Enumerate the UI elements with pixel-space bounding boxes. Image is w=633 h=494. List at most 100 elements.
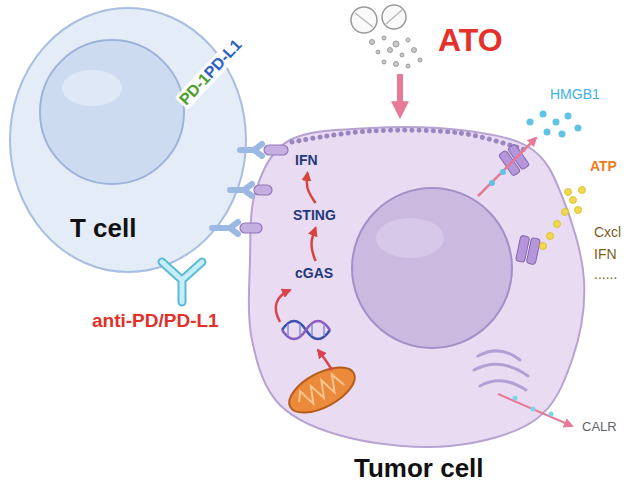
label-anchor: ATO <box>438 22 503 59</box>
endoplasmic-reticulum <box>474 364 528 376</box>
signal-arrow <box>318 350 332 370</box>
calr-dots <box>513 396 518 401</box>
drug-name: ATO <box>438 22 503 59</box>
label-anchor: ATP <box>590 158 617 174</box>
drug-arrow <box>397 74 403 112</box>
hmgb1-dots <box>559 131 566 138</box>
drug-particles <box>393 41 399 47</box>
drug-particles <box>376 50 380 54</box>
t-cell-receptor <box>212 222 238 234</box>
pd-l1-protein <box>240 145 288 233</box>
dna-helix <box>323 324 325 336</box>
drug-particles <box>388 48 393 53</box>
antibody <box>162 262 202 302</box>
label-anchor: IFN <box>594 246 617 262</box>
atp-dots <box>540 243 547 250</box>
hmgb1-dots <box>553 119 560 126</box>
pd-l1-protein <box>240 223 262 233</box>
label-anchor: HMGB1 <box>550 86 600 102</box>
lipid-bilayer <box>292 130 528 151</box>
t-cell-nucleus <box>40 40 184 184</box>
signal-arrow <box>318 350 332 370</box>
membrane-channel <box>498 144 529 177</box>
release-arrow <box>478 138 536 196</box>
pill <box>351 7 377 33</box>
hmgb1-dots <box>500 169 506 175</box>
tumor-nucleus <box>376 218 444 258</box>
signal-name: Cxcl <box>594 224 621 240</box>
hmgb1-dots <box>489 111 582 187</box>
membrane-channel <box>516 235 541 265</box>
endoplasmic-reticulum <box>474 351 528 390</box>
tumor-nucleus <box>352 188 512 348</box>
dna-helix <box>288 324 324 336</box>
signal-name: ATP <box>590 158 617 174</box>
drug-arrow <box>400 74 401 112</box>
text-anchor: T cell <box>70 214 136 244</box>
drug-particles <box>406 38 410 42</box>
pill <box>382 5 406 29</box>
dna-helix <box>282 321 330 339</box>
therapy-name: anti-PD/PD-L1 <box>92 310 219 332</box>
pathway-step: IFN <box>292 150 323 171</box>
cell-name: Tumor cell <box>354 454 484 484</box>
pill <box>351 7 377 33</box>
pathway-step: STING <box>290 205 341 226</box>
drug-particles <box>370 36 423 68</box>
pill <box>355 13 373 27</box>
calr-dots <box>531 407 536 412</box>
endoplasmic-reticulum <box>480 381 526 390</box>
label-anchor: CALR <box>582 420 617 435</box>
t-cell-receptor <box>230 184 252 196</box>
label-anchor: Cxcl <box>594 224 621 240</box>
signal-name: CALR <box>582 420 617 435</box>
atp-dots <box>575 207 582 214</box>
pathway-label: IFN <box>295 152 320 168</box>
pathway-step: cGAS <box>292 263 339 284</box>
atp-dots <box>540 187 586 250</box>
dna-helix <box>287 324 289 336</box>
atp-dots <box>565 189 572 196</box>
antibody <box>162 262 202 302</box>
calr-arrow <box>498 394 572 426</box>
membrane-channel <box>526 237 540 264</box>
drug-particles <box>412 48 417 53</box>
dna-helix <box>299 324 301 336</box>
t-cell: T cell <box>4 4 254 280</box>
pill <box>382 5 406 29</box>
hmgb1-dots <box>540 111 547 118</box>
mitochondrion <box>295 372 345 410</box>
label-anchor: ...... <box>594 266 617 282</box>
label-anchor: anti-PD/PD-L1 <box>92 310 219 332</box>
drug-particles <box>382 36 386 40</box>
t-cell-receptor <box>240 144 262 156</box>
membrane-channel <box>516 235 530 262</box>
ellipsis: ...... <box>594 266 617 282</box>
drug-particles <box>394 62 399 67</box>
hmgb1-dots <box>565 113 572 120</box>
hmgb1-dots <box>489 180 495 186</box>
calr-arrow <box>498 394 572 426</box>
antibody <box>162 262 202 302</box>
pill <box>386 10 402 24</box>
cell-membrane <box>249 127 584 447</box>
calr-dots <box>513 396 554 417</box>
hmgb1-dots <box>544 129 551 136</box>
label-patch: PD-1PD-L1 <box>175 34 248 110</box>
dna-helix <box>282 321 330 339</box>
signal-name: IFN <box>594 246 617 262</box>
calr-dots <box>549 412 554 417</box>
drug-particles <box>406 64 410 68</box>
pd-l1-protein <box>254 185 272 195</box>
label-anchor: PD-L1 <box>201 36 246 82</box>
signal-arrow <box>276 290 290 322</box>
signal-arrow <box>276 290 290 322</box>
t-cell-nucleus <box>40 40 184 184</box>
dna-helix <box>282 321 330 339</box>
t-cell-nucleus <box>62 70 122 106</box>
atp-dots <box>554 221 561 228</box>
drug-particles <box>400 53 404 57</box>
pd-l1-protein <box>264 145 288 155</box>
